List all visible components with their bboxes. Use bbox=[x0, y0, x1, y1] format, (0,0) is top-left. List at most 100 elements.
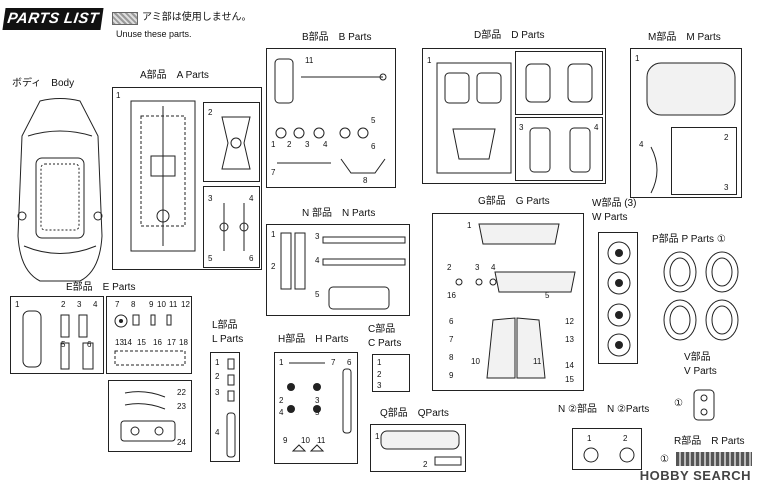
part-number: 5 bbox=[208, 254, 213, 263]
part-number: 4 bbox=[491, 263, 496, 272]
part-number: 18 bbox=[179, 338, 188, 347]
part-number: 10 bbox=[471, 357, 480, 366]
part-number: 3 bbox=[305, 140, 310, 149]
m-parts-label: M部品 M Parts bbox=[648, 32, 721, 43]
w-parts-label-en: W Parts bbox=[592, 212, 628, 223]
part-number: 16 bbox=[447, 291, 456, 300]
d-parts-sprue: 1 3 4 bbox=[422, 48, 606, 184]
part-number: 6 bbox=[249, 254, 254, 263]
part-number: 9 bbox=[149, 300, 154, 309]
part-number: 7 bbox=[271, 168, 276, 177]
g-parts-label: G部品 G Parts bbox=[478, 196, 550, 207]
part-number: 4 bbox=[215, 428, 220, 437]
d-parts-label: D部品 D Parts bbox=[474, 30, 545, 41]
part-number: 7 bbox=[331, 358, 336, 367]
h-parts-label: H部品 H Parts bbox=[278, 334, 349, 345]
part-number: 7 bbox=[449, 335, 454, 344]
part-number: 17 bbox=[167, 338, 176, 347]
part-number: 2 bbox=[623, 434, 628, 443]
part-number: 4 bbox=[249, 194, 254, 203]
body-shell-drawing bbox=[17, 98, 103, 282]
r-parts-label: R部品 R Parts bbox=[674, 436, 745, 447]
part-number: 1 bbox=[375, 432, 380, 441]
e-parts-label: E部品 E Parts bbox=[66, 282, 136, 293]
seat-drawing bbox=[525, 63, 593, 103]
part-number: 16 bbox=[153, 338, 162, 347]
part-number: 1 bbox=[587, 434, 592, 443]
l-parts-drawing bbox=[226, 358, 236, 458]
q-parts-label: Q部品 QParts bbox=[380, 408, 449, 419]
part-number: 2 bbox=[447, 263, 452, 272]
m-lights: 2 3 bbox=[671, 127, 737, 195]
chassis-drawing bbox=[130, 100, 196, 252]
part-number: 6 bbox=[347, 358, 352, 367]
part-number: 6 bbox=[449, 317, 454, 326]
part-number: 13 bbox=[565, 335, 574, 344]
part-number: 5 bbox=[61, 340, 66, 349]
unused-parts-swatch bbox=[112, 12, 138, 25]
n2-parts-drawing bbox=[583, 447, 635, 463]
n2-parts-sprue: 1 2 bbox=[572, 428, 642, 470]
watermark: HOBBY SEARCH bbox=[639, 468, 751, 483]
part-number: 4 bbox=[315, 256, 320, 265]
part-number: 23 bbox=[177, 402, 186, 411]
part-number: 11 bbox=[533, 357, 542, 366]
r-parts-number: ① bbox=[660, 454, 669, 465]
n-parts-sprue: 1 2 3 4 5 bbox=[266, 224, 410, 316]
b-parts-sprue: 11 1 2 3 4 5 6 7 8 bbox=[266, 48, 396, 188]
p-parts-label: P部品 P Parts ① bbox=[652, 234, 726, 245]
legend-english: Unuse these parts. bbox=[116, 29, 192, 39]
door-panel-drawing bbox=[529, 127, 591, 173]
part-number: 5 bbox=[315, 290, 320, 299]
w-parts-label-jp: W部品 (3) bbox=[592, 198, 637, 209]
wheel-drawing bbox=[607, 241, 631, 357]
part-number: 22 bbox=[177, 388, 186, 397]
m-strip-drawing bbox=[650, 146, 658, 194]
part-number: 4 bbox=[594, 123, 599, 132]
v-parts-label-en: V Parts bbox=[684, 366, 717, 377]
v-parts-label-jp: V部品 bbox=[684, 352, 711, 363]
part-number: 15 bbox=[137, 338, 146, 347]
v-parts-drawing bbox=[693, 389, 715, 421]
part-number: 1 bbox=[271, 230, 276, 239]
part-number: 13 bbox=[115, 338, 124, 347]
q-parts-sprue: 1 2 bbox=[370, 424, 466, 472]
part-number: 3 bbox=[215, 388, 220, 397]
part-number: 2 bbox=[61, 300, 66, 309]
part-number: 2 bbox=[377, 370, 382, 379]
dashboard-drawing bbox=[120, 391, 176, 442]
g-parts-drawing bbox=[455, 223, 576, 379]
part-number: 1 bbox=[116, 91, 121, 100]
part-number: 1 bbox=[215, 358, 220, 367]
l-parts-label-jp: L部品 bbox=[212, 320, 238, 331]
v-parts-number: ① bbox=[674, 398, 683, 409]
part-number: 3 bbox=[208, 194, 213, 203]
part-number: 1 bbox=[635, 54, 640, 63]
part-number: 12 bbox=[565, 317, 574, 326]
w-parts-sprue bbox=[598, 232, 638, 364]
a-subframe-2: 2 bbox=[203, 102, 260, 182]
parts-list-title: PARTS LIST bbox=[2, 8, 104, 30]
part-number: 2 bbox=[287, 140, 292, 149]
q-parts-drawing bbox=[380, 430, 462, 466]
part-number: 2 bbox=[724, 133, 729, 142]
part-number: 6 bbox=[87, 340, 92, 349]
part-number: 3 bbox=[77, 300, 82, 309]
part-number: 3 bbox=[315, 232, 320, 241]
legend-japanese: アミ部は使用しません。 bbox=[142, 12, 252, 23]
tires-drawing bbox=[663, 251, 739, 341]
n-parts-label: N 部品 N Parts bbox=[302, 208, 376, 219]
b-parts-drawing bbox=[274, 58, 387, 174]
e-parts-sprue-1: 1 2 3 4 5 6 bbox=[10, 296, 104, 374]
l-parts-label-en: L Parts bbox=[212, 334, 244, 345]
part-number: 2 bbox=[423, 460, 428, 469]
part-number: 10 bbox=[157, 300, 166, 309]
part-number: 2 bbox=[279, 396, 284, 405]
part-number: 1 bbox=[15, 300, 20, 309]
g-parts-sprue: 1 2 3 4 16 5 6 7 8 9 10 11 12 13 14 15 bbox=[432, 213, 584, 391]
part-number: 15 bbox=[565, 375, 574, 384]
a-subframe-3: 3 4 5 6 bbox=[203, 186, 260, 268]
part-number: 11 bbox=[317, 436, 326, 445]
n2-parts-label: N ②部品 N ②Parts bbox=[558, 404, 650, 415]
part-number: 9 bbox=[449, 371, 454, 380]
